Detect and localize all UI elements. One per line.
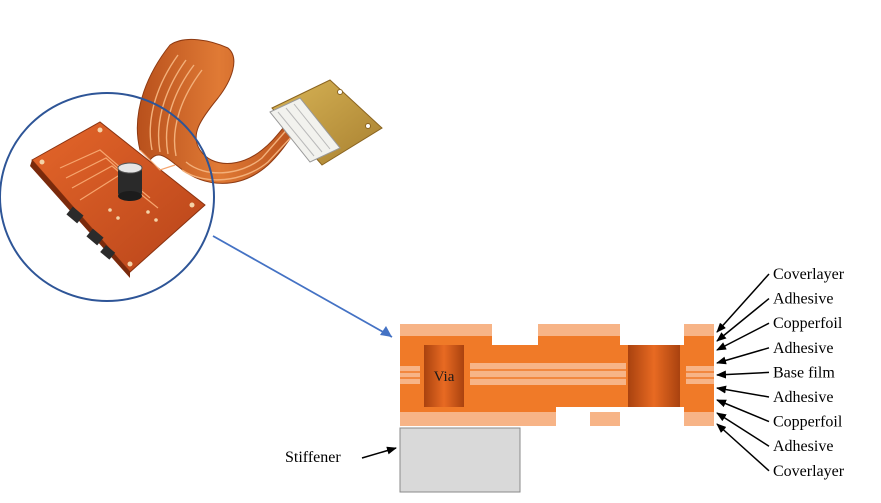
layer-label-2: Copperfoil (773, 315, 843, 332)
magnifier-circle (0, 92, 215, 302)
layer-arrow-4 (716, 370, 770, 379)
flex-cable (136, 38, 301, 184)
layer-arrow-1 (716, 298, 770, 342)
capacitor-component (118, 168, 142, 196)
stiffener-label: Stiffener (285, 449, 341, 466)
connector-socket (269, 97, 341, 163)
top-coverlayer-mid (538, 324, 620, 336)
layer-arrow-7 (716, 412, 770, 447)
stiffener (399, 427, 521, 493)
layer-arrow-0 (716, 273, 770, 333)
via-left (424, 345, 464, 407)
layer-arrow-5 (716, 385, 770, 398)
layer-arrow-6 (716, 399, 770, 423)
stiffener-arrow (361, 446, 397, 459)
layer-labels: CoverlayerAdhesiveCopperfoilAdhesiveBase… (773, 266, 845, 480)
bottom-coverlayer-left (400, 412, 556, 426)
layer-label-3: Adhesive (773, 340, 833, 357)
layer-label-7: Adhesive (773, 438, 833, 455)
layer-arrow-3 (716, 347, 770, 365)
layer-label-1: Adhesive (773, 291, 833, 308)
base-film-left (400, 366, 420, 384)
bottom-coverlayer-mid (590, 412, 620, 426)
layer-arrows (716, 273, 770, 472)
layer-label-6: Copperfoil (773, 414, 843, 431)
callout-line (212, 235, 393, 338)
flex-pcb-illustration (30, 38, 383, 278)
via-label: Via (434, 369, 455, 385)
layer-label-0: Coverlayer (773, 266, 845, 283)
layer-arrow-2 (716, 322, 770, 351)
layer-label-5: Adhesive (773, 389, 833, 406)
base-film-right (686, 366, 714, 384)
layer-arrow-8 (716, 423, 770, 472)
top-coverlayer-left (400, 324, 492, 336)
layer-label-8: Coverlayer (773, 463, 845, 480)
layer-label-4: Base film (773, 364, 835, 381)
cross-section: Via (399, 324, 714, 493)
base-film-center (470, 363, 626, 385)
bottom-coverlayer-right (684, 412, 714, 426)
top-coverlayer-right (684, 324, 714, 336)
via-right (628, 345, 680, 407)
